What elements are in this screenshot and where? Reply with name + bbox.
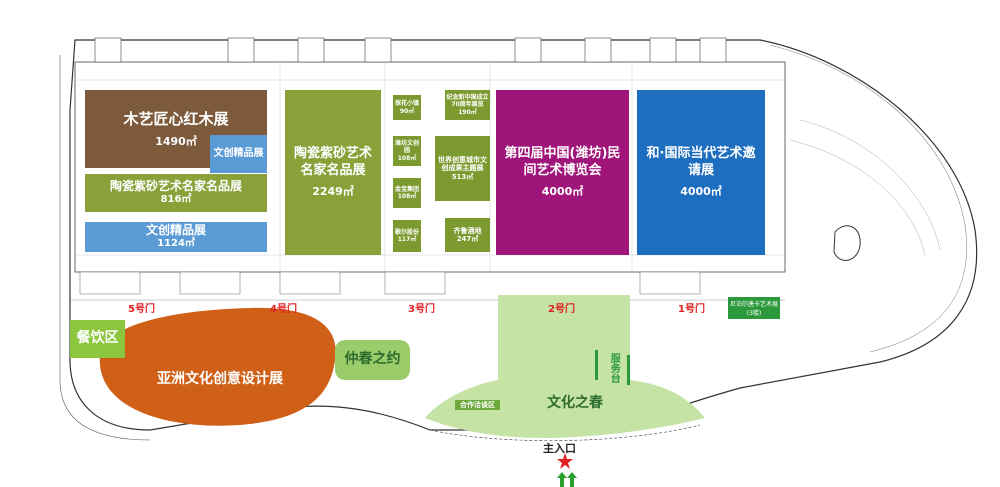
small-hall-title: 金宝集团 [394,185,419,193]
hall-title: 文创精品展 [213,147,264,159]
small-hall-area: 247㎡ [456,235,479,243]
hall-taoci-mingjia[interactable]: 陶瓷紫砂艺术名家名品展 816㎡ [85,174,267,212]
hall-canyin[interactable]: 餐饮区 [70,320,125,358]
hall-minjian[interactable]: 第四届中国(潍坊)民间艺术博览会 4000㎡ [496,90,629,255]
gate-1[interactable]: 1号门 [678,304,705,315]
small-hall-area: 117㎡ [397,236,417,243]
gate-3[interactable]: 3号门 [408,304,435,315]
entrance-star-icon [557,453,573,469]
hall-title: 陶瓷紫砂艺术名家名品展 [109,179,242,194]
hall-area: 816㎡ [160,194,192,206]
hall-guoji[interactable]: 和·国际当代艺术邀请展 4000㎡ [637,90,765,255]
small-hall-area: 190㎡ [458,108,477,116]
hall-title: 合作洽谈区 [460,400,495,409]
hall-hezuo[interactable]: 合作洽谈区 [455,400,500,410]
hall-wenchuang[interactable]: 文创精品展 1124㎡ [85,222,267,252]
hall-title: 木艺匠心红木展 [123,109,229,128]
hall-title: 文创精品展 [145,223,206,238]
right-oval-feature [833,225,861,261]
small-hall-title: 齐鲁酒地 [453,226,482,235]
service-title: 服务台 [608,352,620,383]
small-hall-title: 潍坊文创园 [394,140,419,155]
small-hall-title: 世界创意城市文创成果主题展 [438,155,487,173]
gate-2[interactable]: 2号门 [548,304,575,315]
gate-4[interactable]: 4号门 [270,304,297,315]
hall-taoci-big[interactable]: 陶瓷紫砂艺术名家名品展 2249㎡ [285,90,381,255]
small-hall-area: 90㎡ [399,107,415,115]
hall-yazhou[interactable]: 亚洲文化创意设计展 [110,365,330,395]
hall-title: 陶瓷紫砂艺术名家名品展 [293,146,372,178]
hall-wenchuang-small[interactable]: 文创精品展 [210,135,267,173]
hall-zhongchun[interactable]: 仲春之约 [335,340,410,380]
small-hall-title: 纪念新中国成立70周年展览 [446,94,489,109]
main-entrance-label: 主入口 [543,442,576,455]
small-hall-title: 探花小镇 [394,100,419,108]
nepal-thangka-marker[interactable]: 尼泊尔唐卡艺术展(3楼) [728,297,780,319]
entrance-arrow-icon [567,472,577,487]
hall-area: 1490㎡ [155,134,197,148]
hall-title: 餐饮区 [76,330,119,347]
hall-area: 2249㎡ [312,184,354,198]
hall-area: 1124㎡ [157,238,195,250]
hall-title: 文化之春 [547,395,603,412]
gate-5[interactable]: 5号门 [128,304,155,315]
hall-title: 第四届中国(潍坊)民间艺术博览会 [504,146,621,178]
small-hall-area: 108㎡ [397,193,417,200]
hall-area: 4000㎡ [541,184,584,198]
service-desk[interactable]: 服务台 [602,345,624,390]
hall-title: 和·国际当代艺术邀请展 [646,146,756,178]
hall-title: 亚洲文化创意设计展 [157,371,283,388]
small-hall-area: 108㎡ [397,154,417,162]
hall-yazhou-shape [99,307,336,426]
hall-zhongchun-shape [335,340,410,380]
hall-wenhua[interactable]: 文化之春 [520,392,630,416]
hall-title: 仲春之约 [344,351,401,368]
hall-area: 4000㎡ [680,184,722,198]
small-hall-area: 513㎡ [451,172,474,181]
small-hall-title: 歌尔股份 [394,228,419,236]
entrance-arrow-icon [557,472,567,487]
marker-title: 尼泊尔唐卡艺术展(3楼) [729,301,778,317]
